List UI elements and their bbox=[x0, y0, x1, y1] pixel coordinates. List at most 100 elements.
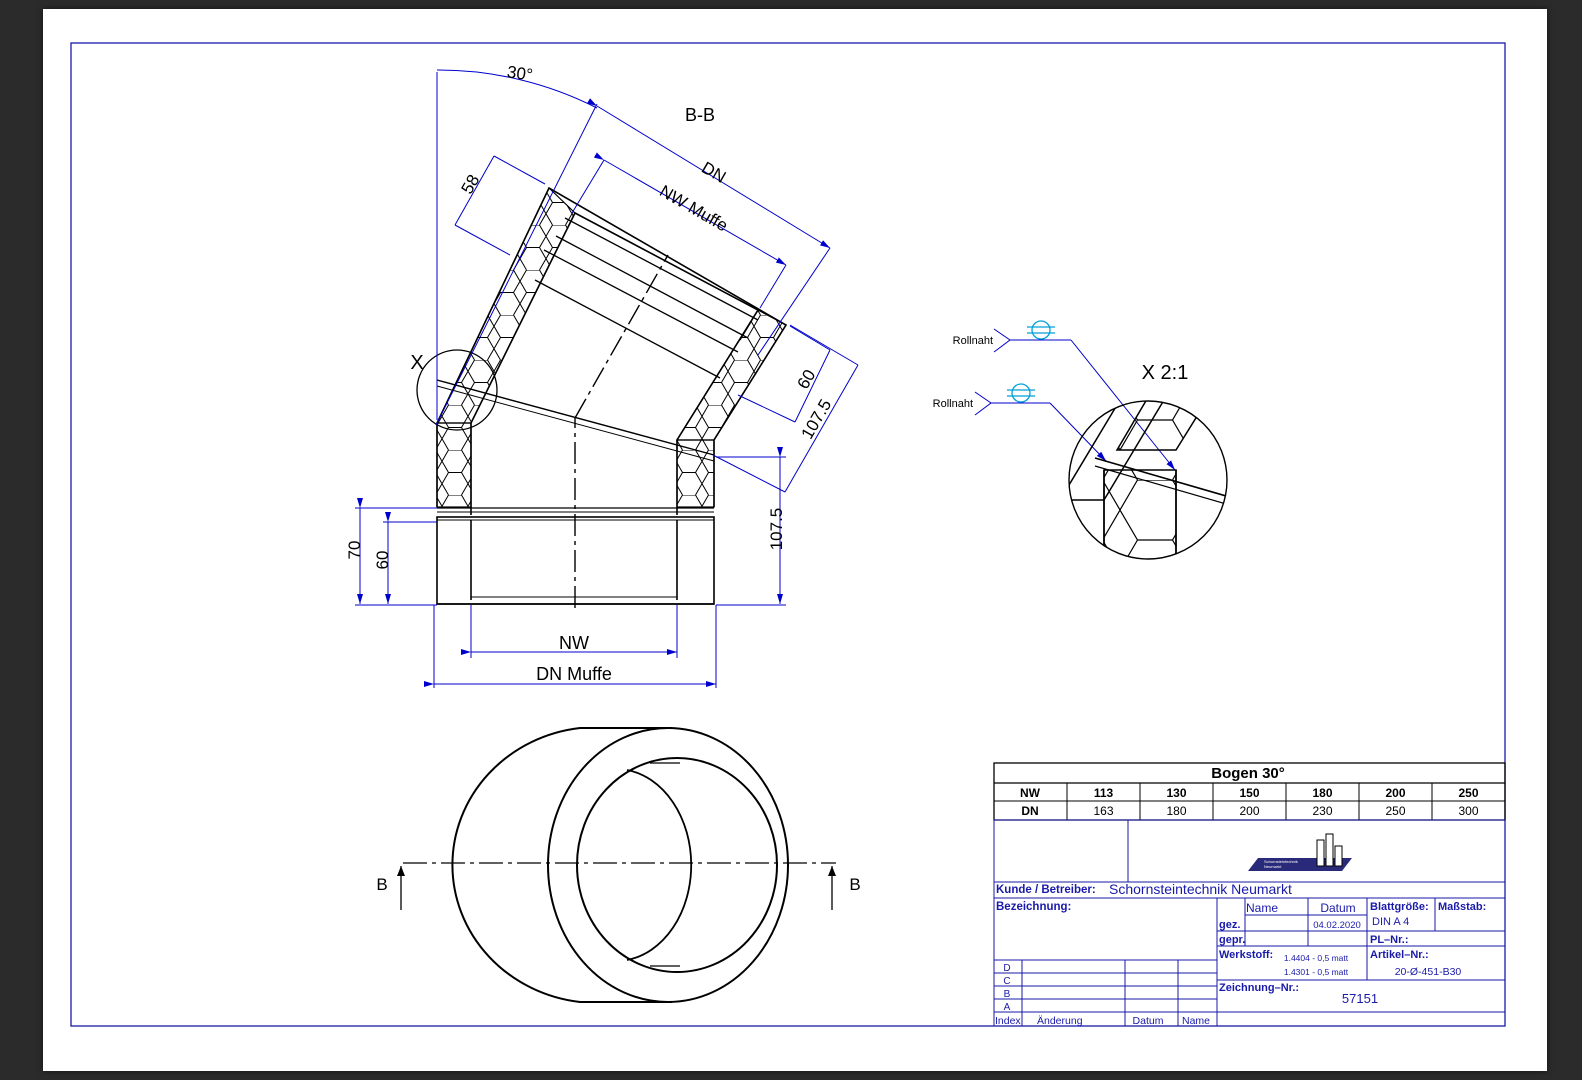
weld-tail-2 bbox=[974, 391, 992, 416]
detail-lower-insulation bbox=[1103, 469, 1177, 559]
inner-contour bbox=[470, 211, 760, 515]
detail-label: X 2:1 bbox=[1142, 362, 1189, 384]
date-header: Datum bbox=[1320, 901, 1355, 915]
dim-angle-text: 30° bbox=[506, 62, 534, 84]
drawn-date: 04.02.2020 bbox=[1313, 920, 1361, 931]
dim-60-right-ext bbox=[789, 325, 831, 351]
dim-nw-text: NW bbox=[559, 633, 589, 653]
sheet-size-label: Blattgröße: bbox=[1370, 901, 1429, 913]
dim-dn-ext bbox=[757, 247, 831, 356]
title-block-texts: Kunde / Betreiber: Schornsteintechnik Ne… bbox=[995, 881, 1486, 1027]
upper-sleeve-line bbox=[534, 279, 721, 379]
scale-label: Maßstab: bbox=[1438, 901, 1486, 913]
drawn-label: gez. bbox=[1219, 919, 1240, 931]
sheet-size-value: DIN A 4 bbox=[1372, 916, 1409, 928]
customer-value: Schornsteintechnik Neumarkt bbox=[1109, 881, 1292, 897]
company-logo: Schornsteintechnik Neumarkt bbox=[1248, 833, 1352, 871]
logo-chimney-icon bbox=[1334, 845, 1343, 867]
material-value-1: 1.4404 - 0,5 matt bbox=[1284, 953, 1349, 963]
size-table-nw-cell: 150 bbox=[1239, 786, 1259, 800]
size-table-nw-cell: 250 bbox=[1458, 786, 1478, 800]
detail-upper-wall bbox=[1069, 401, 1184, 501]
dim-70-text: 70 bbox=[345, 541, 364, 560]
size-table-dn-cell: 230 bbox=[1312, 804, 1332, 818]
logo-chimney-icon bbox=[1316, 839, 1325, 867]
size-table-dn-cell: 180 bbox=[1166, 804, 1186, 818]
dim-60-right-text: 60 bbox=[793, 366, 819, 392]
dim-60-right-ext bbox=[737, 394, 796, 423]
weld-label-2: Rollnaht bbox=[933, 398, 973, 410]
revision-letter: C bbox=[1003, 976, 1010, 987]
logo-chimney-icon bbox=[1325, 833, 1334, 867]
section-label: B-B bbox=[685, 105, 715, 125]
size-table-nw-label: NW bbox=[1020, 786, 1041, 800]
angle-arc bbox=[436, 69, 598, 109]
dim-107-diag-ext bbox=[712, 454, 786, 493]
name-header: Name bbox=[1246, 901, 1278, 915]
article-number-value: 20-Ø-451-B30 bbox=[1395, 966, 1462, 978]
angle-reference-line bbox=[435, 103, 598, 426]
size-table-title: Bogen 30° bbox=[1211, 765, 1285, 782]
revision-date-label: Datum bbox=[1133, 1015, 1164, 1027]
revision-letter: B bbox=[1004, 989, 1011, 1000]
technical-drawing: X bbox=[70, 42, 1506, 1027]
weld-symbols: Rollnaht Rollnaht bbox=[933, 320, 1176, 471]
weld-tail-1 bbox=[993, 328, 1011, 353]
drawing-frame bbox=[70, 42, 1506, 1027]
material-label: Werkstoff: bbox=[1219, 949, 1273, 961]
size-table-dn-cell: 300 bbox=[1458, 804, 1478, 818]
front-inner-bend-edge bbox=[626, 769, 693, 961]
insulation-hatch-lower-left bbox=[436, 422, 472, 508]
dim-dn-muffe-text: DN Muffe bbox=[536, 664, 612, 684]
dim-nw-muffe-text: NW Muffe bbox=[656, 181, 731, 235]
drawing-sheet: X bbox=[43, 9, 1547, 1071]
upper-sleeve-line bbox=[564, 217, 759, 321]
dim-107-diag-line bbox=[784, 364, 859, 493]
cut-label-right: B bbox=[849, 875, 860, 894]
size-table-nw-cell: 113 bbox=[1094, 786, 1114, 800]
logo-text-2: Neumarkt bbox=[1264, 864, 1282, 869]
detail-view-x: X 2:1 bbox=[1068, 362, 1228, 560]
front-sleeve-ring bbox=[547, 727, 789, 1003]
drawing-number-label: Zeichnung–Nr.: bbox=[1219, 982, 1299, 994]
title-block bbox=[993, 819, 1506, 1027]
logo-text-1: Schornsteintechnik bbox=[1264, 859, 1298, 864]
centre-line-angled bbox=[574, 254, 669, 419]
designation-label: Bezeichnung: bbox=[996, 901, 1071, 913]
dim-60-right-line bbox=[794, 349, 831, 423]
dim-107-diag-text: 107.5 bbox=[798, 396, 836, 442]
upper-sleeve-line bbox=[555, 235, 749, 339]
pl-number-label: PL–Nr.: bbox=[1370, 934, 1409, 946]
revision-index-label: Index bbox=[995, 1015, 1021, 1027]
weld-label-1: Rollnaht bbox=[953, 335, 993, 347]
front-outer-shell bbox=[451, 727, 672, 1003]
weld-leader-2 bbox=[1049, 402, 1107, 462]
insulation-hatch-upper-left bbox=[436, 186, 576, 424]
dim-58-text: 58 bbox=[457, 171, 483, 197]
dim-107-vert-text: 107.5 bbox=[767, 508, 786, 551]
size-table-dn-label: DN bbox=[1021, 804, 1038, 818]
detail-marker: X bbox=[410, 352, 423, 374]
dim-dn-text: DN bbox=[698, 158, 729, 187]
revision-change-label: Änderung bbox=[1037, 1015, 1083, 1027]
elbow-side-view: X bbox=[410, 186, 788, 608]
revision-name-label: Name bbox=[1182, 1015, 1210, 1027]
detail-mitre-line bbox=[1094, 457, 1227, 501]
elbow-front-view bbox=[397, 727, 836, 1003]
revision-letter: A bbox=[1004, 1002, 1011, 1013]
customer-label: Kunde / Betreiber: bbox=[996, 884, 1096, 896]
front-inner-bore bbox=[576, 757, 778, 973]
size-table-dn-cell: 200 bbox=[1239, 804, 1259, 818]
size-table-dn-cell: 163 bbox=[1093, 804, 1113, 818]
detail-circle bbox=[1068, 400, 1228, 560]
roll-seam-symbol-1 bbox=[1031, 320, 1051, 340]
article-number-label: Artikel–Nr.: bbox=[1370, 949, 1429, 961]
roll-seam-symbol-2 bbox=[1011, 383, 1031, 403]
dim-nw-muffe-ext bbox=[571, 159, 605, 214]
dim-107-diag-ext bbox=[789, 324, 859, 366]
detail-mitre-line bbox=[1094, 465, 1227, 509]
drawing-number-value: 57151 bbox=[1342, 991, 1378, 1006]
title-block-frame bbox=[993, 819, 1506, 1027]
